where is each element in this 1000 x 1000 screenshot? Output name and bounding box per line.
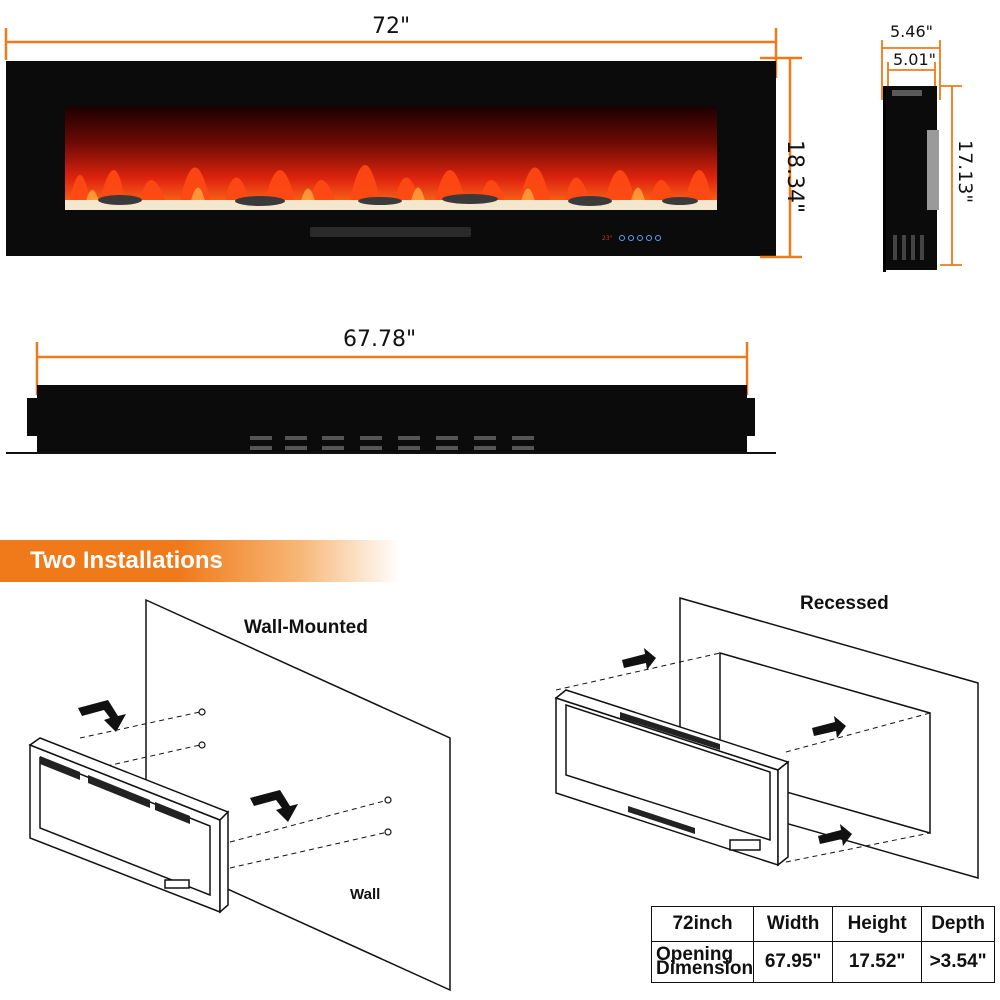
recess-arrow-icon: [622, 648, 852, 846]
mount-arrow-icon: [78, 700, 298, 822]
fireplace-back-view: [6, 385, 776, 454]
wall-mounted-illustration: [28, 598, 451, 992]
recessed-illustration: [554, 597, 979, 879]
side-height-label: 17.13": [954, 140, 976, 204]
section-banner-title: Two Installations: [30, 547, 223, 574]
table-header-row: 72inch Width Height Depth: [650, 906, 996, 942]
row-label-line2: Dimension: [656, 958, 754, 979]
side-depth-dimension: [881, 40, 962, 266]
svg-text:23°: 23°: [602, 235, 613, 242]
table-header-cell: Depth: [921, 906, 996, 942]
table-cell: 67.95": [753, 941, 834, 983]
row-label-line1: Opening: [656, 944, 734, 965]
table-header-cell: Width: [753, 906, 834, 942]
fireplace-front-view: 23°: [6, 61, 776, 256]
table-header-cell: 72inch: [650, 906, 755, 942]
back-width-label: 67.78": [343, 327, 417, 352]
table-cell: >3.54": [921, 941, 996, 983]
recessed-label: Recessed: [800, 593, 889, 614]
side-depth-outer-label: 5.46": [890, 22, 933, 41]
table-header-cell: Height: [832, 906, 923, 942]
wall-mounted-label: Wall-Mounted: [244, 617, 368, 638]
front-height-label: 18.34": [782, 140, 807, 214]
table-cell: 17.52": [832, 941, 923, 983]
side-depth-inner-label: 5.01": [893, 50, 936, 69]
fireplace-side-view: [883, 86, 939, 272]
wall-label: Wall: [350, 886, 381, 903]
front-width-label: 72": [372, 14, 411, 39]
section-banner: [0, 540, 400, 582]
front-height-dimension: [760, 56, 802, 259]
